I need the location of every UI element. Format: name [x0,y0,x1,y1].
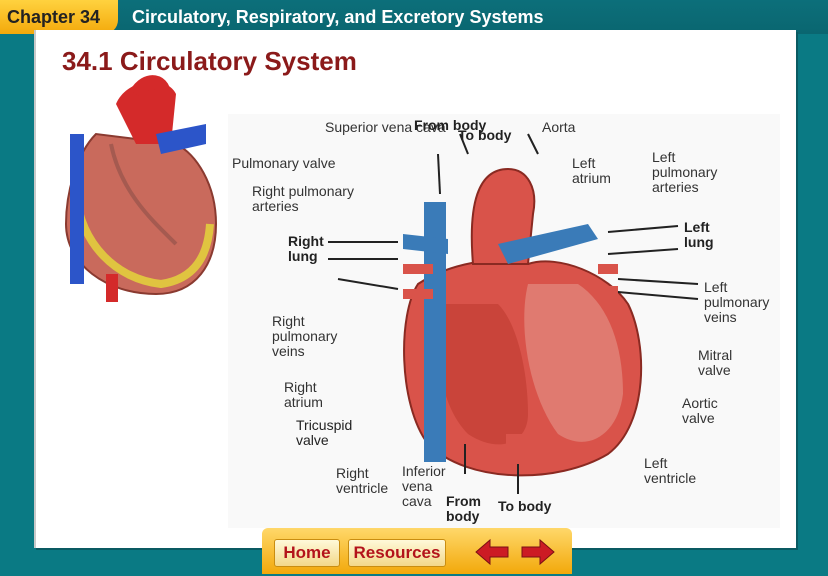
label-right-ventricle: Right ventricle [336,466,398,496]
header-bar: Chapter 34 Circulatory, Respiratory, and… [0,0,828,34]
label-aortic-valve: Aortic valve [682,396,732,426]
forward-arrow-icon[interactable] [520,538,556,566]
heart-diagram: Superior vena cava From body To body Aor… [228,114,780,528]
section-title: 34.1 Circulatory System [62,46,357,77]
label-left-lung: Left lung [684,220,732,250]
chapter-title: Circulatory, Respiratory, and Excretory … [132,7,544,28]
navigation-bar: Home Resources [262,528,572,574]
resources-button[interactable]: Resources [348,539,446,567]
back-arrow-icon[interactable] [474,538,510,566]
label-to-body-bottom: To body [498,499,551,514]
label-left-ventricle: Left ventricle [644,456,708,486]
chapter-label: Chapter 34 [7,7,100,28]
label-right-pulmonary-veins: Right pulmonary veins [272,314,362,359]
label-aorta: Aorta [542,120,575,135]
label-to-body-top: To body [458,128,511,143]
label-mitral-valve: Mitral valve [698,348,748,378]
label-from-body-bottom: From body [446,494,488,524]
label-left-pulmonary-veins: Left pulmonary veins [704,280,784,325]
label-left-atrium: Left atrium [572,156,622,186]
chapter-tab: Chapter 34 [0,0,118,34]
label-left-pulmonary-arteries: Left pulmonary arteries [652,150,742,195]
label-tricuspid-valve: Tricuspid valve [296,418,368,448]
home-button[interactable]: Home [274,539,340,567]
label-right-atrium: Right atrium [284,380,334,410]
label-pulmonary-valve: Pulmonary valve [232,156,336,171]
heart-thumbnail-image [36,74,226,304]
label-right-lung: Right lung [288,234,336,264]
label-right-pulmonary-arteries: Right pulmonary arteries [252,184,372,214]
